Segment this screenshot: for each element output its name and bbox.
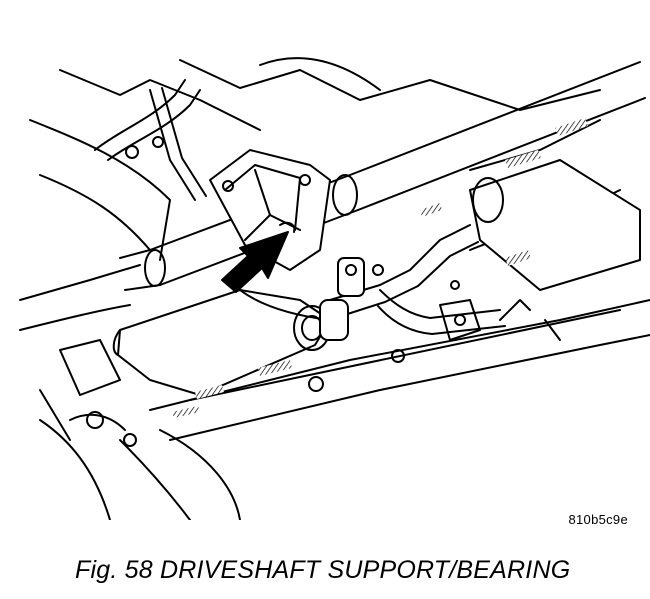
exhaust-hanger bbox=[319, 257, 365, 341]
body-sill bbox=[149, 299, 650, 441]
image-code: 810b5c9e bbox=[568, 512, 628, 527]
muffler bbox=[112, 289, 331, 396]
arrow-icon bbox=[221, 231, 289, 293]
right-bracket bbox=[372, 264, 531, 341]
figure-caption: Fig. 58 DRIVESHAFT SUPPORT/BEARING bbox=[75, 556, 571, 584]
rear-suspension bbox=[39, 339, 137, 447]
surface-hatching bbox=[172, 118, 588, 418]
exhaust-pipes bbox=[94, 79, 207, 201]
resonator bbox=[469, 159, 641, 291]
rear-tire bbox=[39, 419, 241, 520]
driveshaft-support-illustration bbox=[19, 57, 650, 520]
